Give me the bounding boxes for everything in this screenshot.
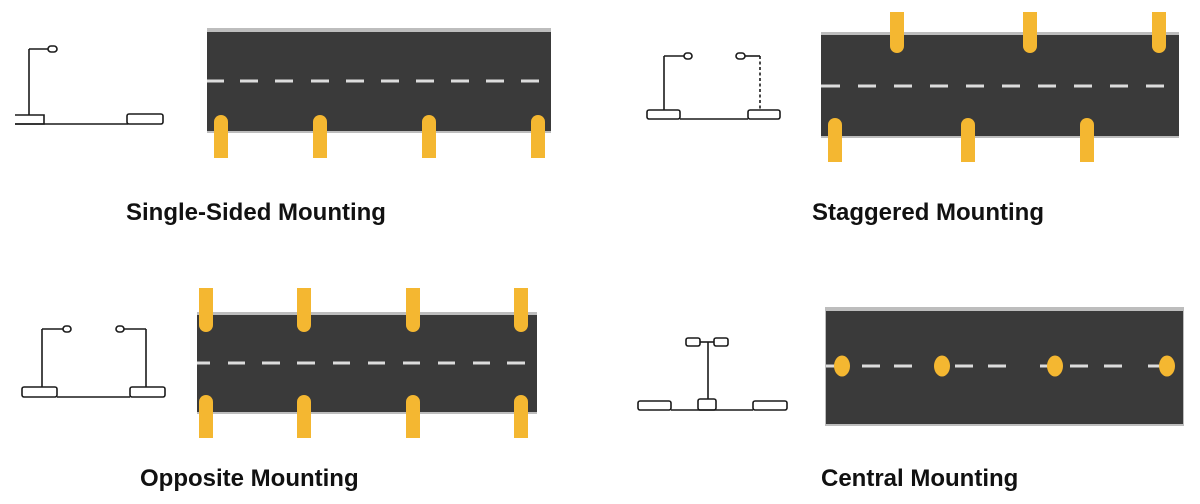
panel-label-central: Central Mounting bbox=[821, 465, 1019, 492]
opposite-road-plan bbox=[197, 288, 537, 438]
single-sided-road-plan bbox=[207, 28, 551, 158]
panel-label-single-sided: Single-Sided Mounting bbox=[126, 199, 386, 226]
staggered-streetlight-diagram bbox=[646, 52, 781, 120]
staggered-road-plan bbox=[821, 12, 1179, 162]
panel-label-opposite: Opposite Mounting bbox=[140, 465, 359, 492]
streetlight-lamps-center bbox=[834, 355, 1175, 377]
panel-opposite: Opposite Mounting bbox=[21, 288, 537, 492]
streetlight-poles bbox=[214, 115, 545, 158]
streetlight-poles-top bbox=[890, 12, 1166, 53]
streetlight-poles-top bbox=[199, 288, 528, 332]
panel-single-sided: Single-Sided Mounting bbox=[0, 0, 600, 252]
streetlight-poles-bottom bbox=[199, 395, 528, 438]
single-sided-streetlight-diagram bbox=[15, 45, 164, 125]
streetlight-poles-bottom bbox=[828, 118, 1094, 162]
panel-staggered: Staggered Mounting bbox=[646, 12, 1179, 226]
panel-label-staggered: Staggered Mounting bbox=[812, 199, 1044, 226]
opposite-streetlight-diagram bbox=[21, 325, 166, 398]
